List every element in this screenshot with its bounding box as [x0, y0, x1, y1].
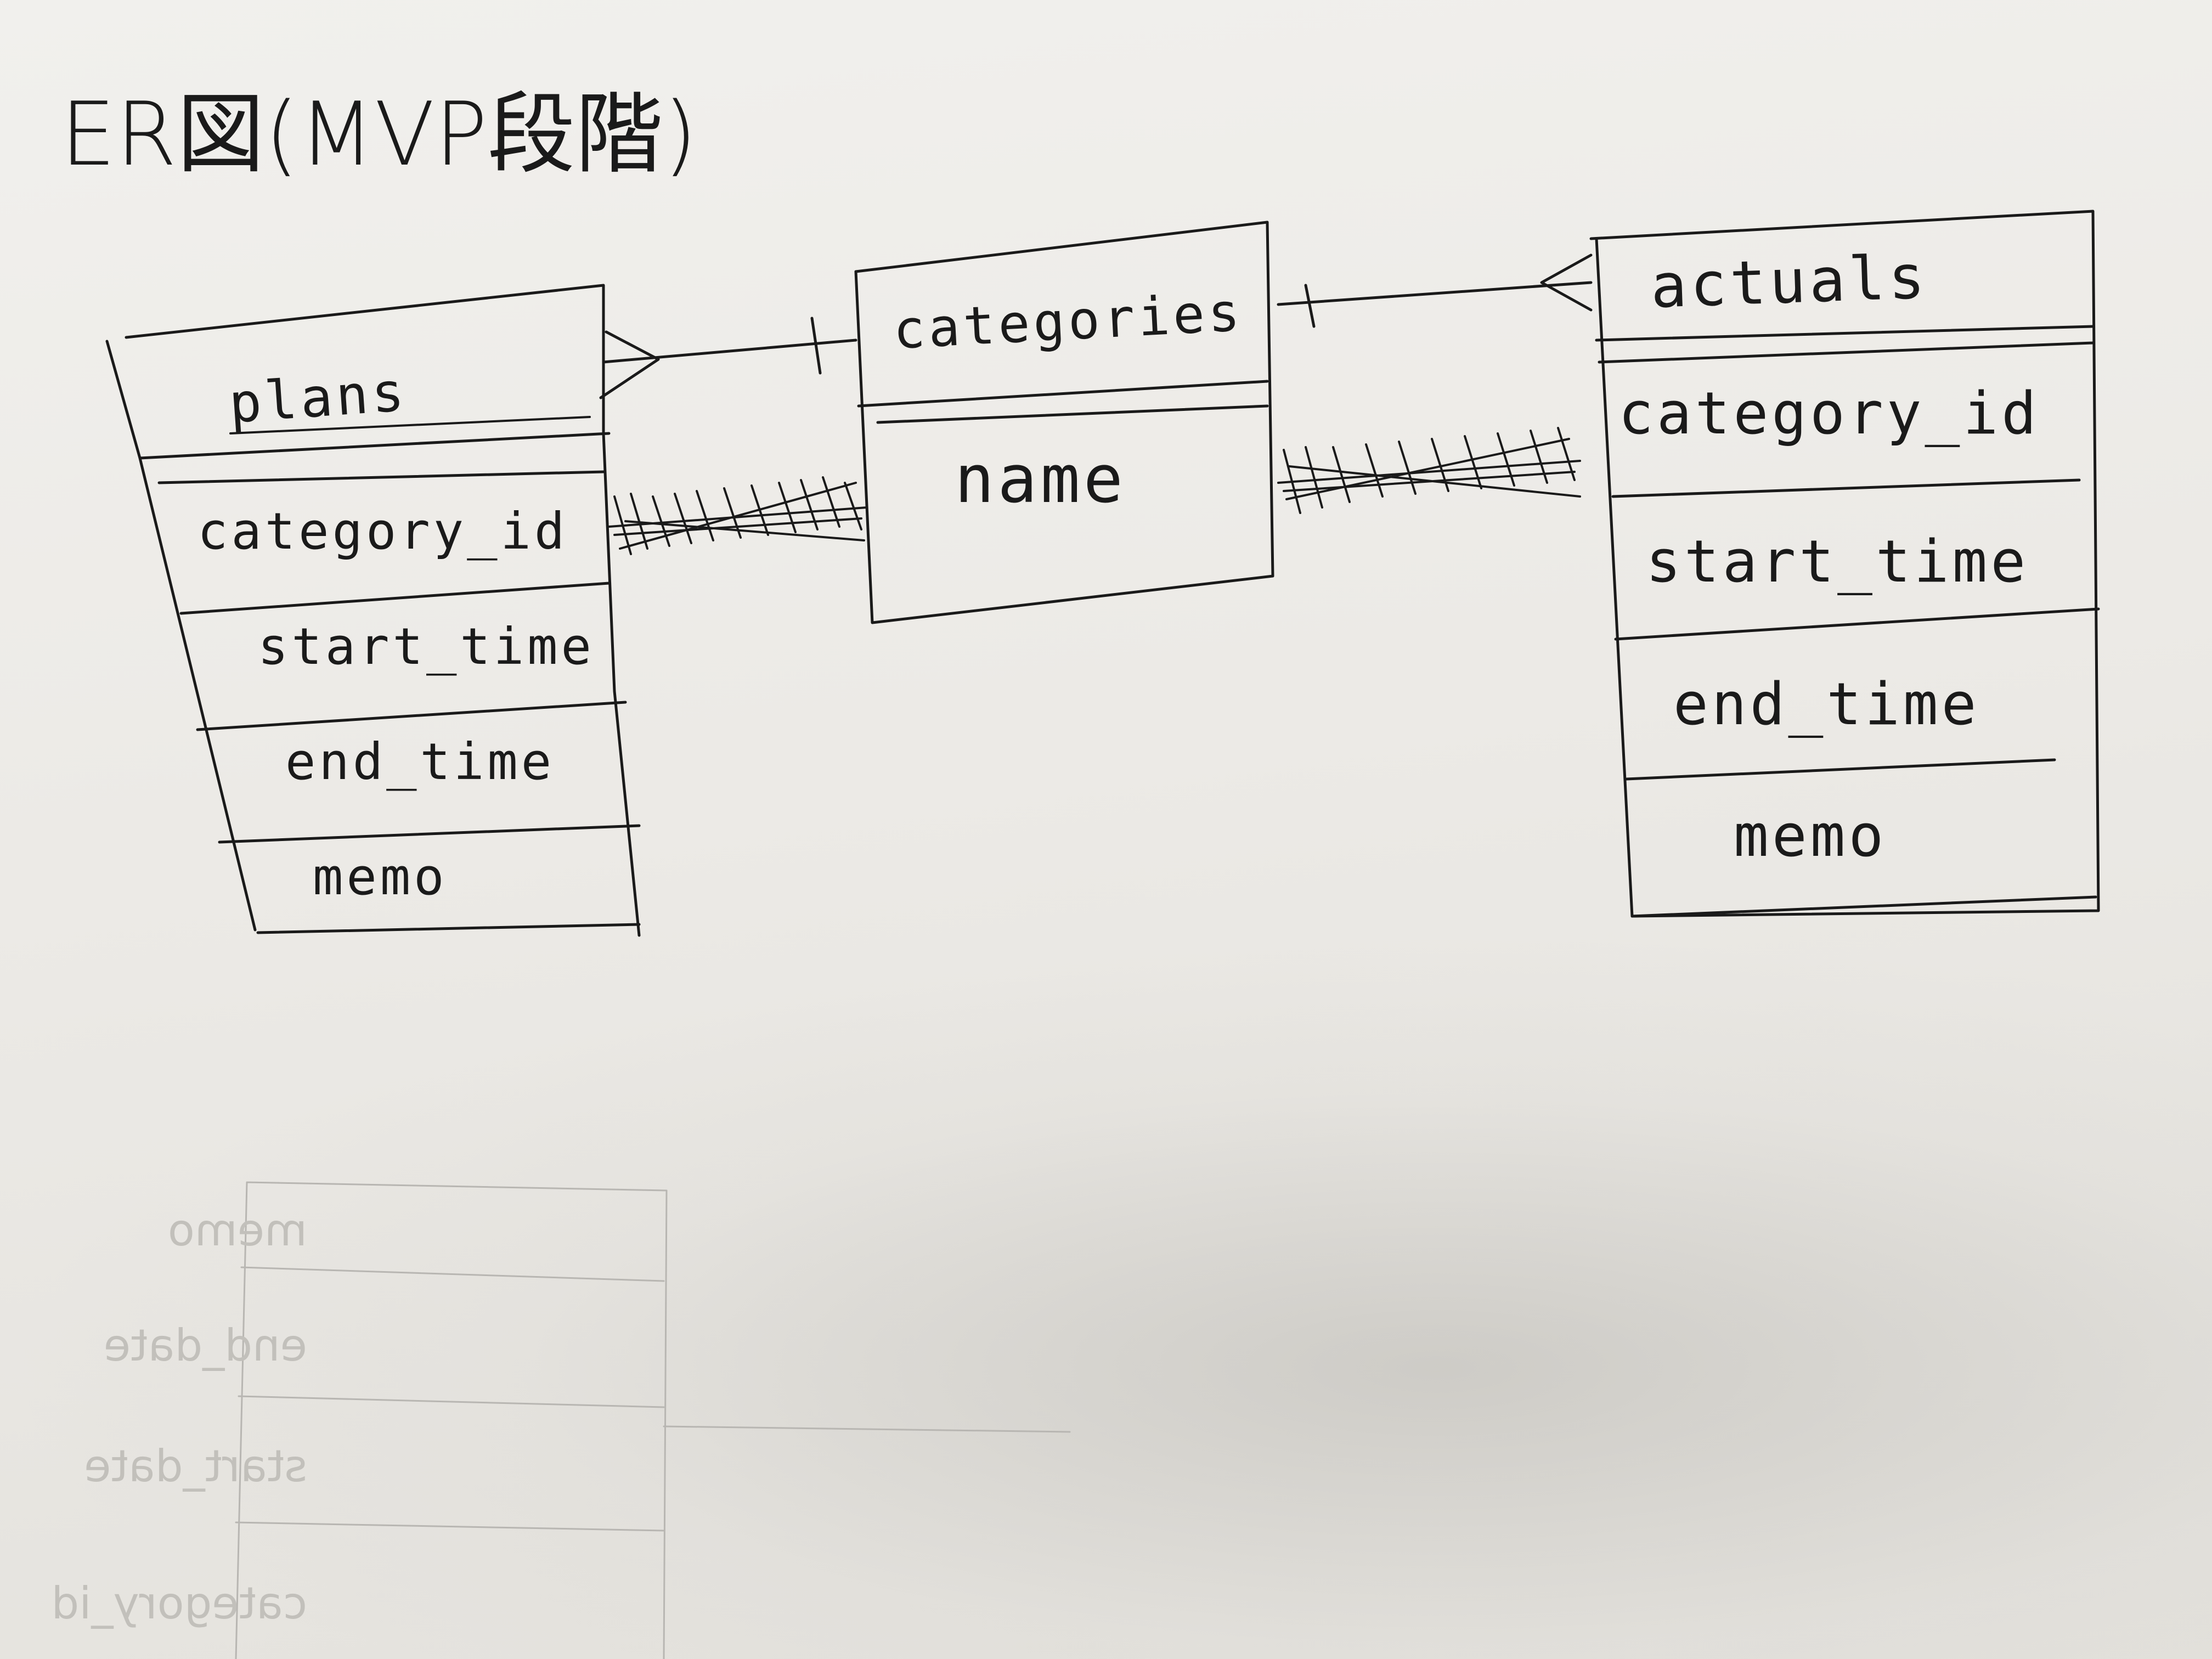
plans-name-underline	[229, 416, 591, 435]
categories-field: name	[955, 442, 1126, 518]
ghost-table-show-through: memo end_date start_date category_id	[51, 1181, 1071, 1659]
actuals-field: start_time	[1646, 528, 2029, 595]
actuals-box-outline	[1589, 210, 2100, 918]
ghost-table-outline	[235, 1181, 668, 1659]
ghost-row-divider	[663, 1425, 1071, 1433]
actuals-field: category_id	[1618, 380, 2040, 447]
ghost-row-divider	[238, 1395, 665, 1408]
plans-box-outline	[105, 284, 641, 937]
actuals-header-divider	[1595, 325, 2095, 342]
relationship-categories-actuals	[1277, 253, 1593, 328]
diagram-title: ER図(MVP段階)	[60, 83, 697, 185]
plans-row-divider	[218, 824, 641, 844]
scribble-icon	[608, 476, 868, 555]
ghost-field: memo	[168, 1205, 307, 1256]
crows-foot-many-icon	[599, 330, 660, 399]
ghost-row-divider	[235, 1521, 665, 1532]
crows-foot-many-icon	[1540, 253, 1593, 312]
relationship-line	[602, 338, 857, 364]
actuals-row-divider	[1614, 607, 2100, 641]
plans-field: start_time	[258, 617, 595, 676]
plans-field: end_time	[285, 732, 555, 791]
crossed-out-line-right	[1277, 427, 1581, 514]
paper-shadow	[0, 933, 2212, 1659]
actuals-header-divider	[1598, 341, 2095, 364]
crossed-out-line-left	[608, 476, 868, 555]
actuals-row-divider	[1630, 895, 2097, 918]
scribble-icon	[1277, 427, 1581, 514]
ghost-field: start_date	[84, 1441, 307, 1492]
actuals-row-divider	[1611, 478, 2081, 498]
actuals-field: end_time	[1673, 670, 1980, 738]
relationship-line	[1277, 281, 1593, 306]
ghost-row-divider	[240, 1266, 665, 1282]
plans-row-divider	[196, 701, 627, 731]
actuals-row-divider	[1625, 758, 2056, 781]
diagram-title-text: ER図(MVP段階)	[60, 83, 697, 185]
categories-header-divider	[857, 380, 1269, 408]
plans-field: category_id	[198, 502, 568, 561]
plans-row-divider	[256, 923, 641, 934]
categories-box-outline	[854, 221, 1274, 624]
plans-field: memo	[313, 848, 448, 906]
entity-name-plans: plans	[227, 361, 409, 436]
categories-header-divider	[876, 404, 1269, 424]
entity-plans[interactable]: plans category_id start_time end_time me…	[105, 284, 641, 937]
one-marker-icon	[1304, 284, 1316, 328]
ghost-field: end_date	[104, 1320, 307, 1371]
plans-row-divider	[179, 582, 611, 615]
actuals-field: memo	[1734, 802, 1887, 870]
one-marker-icon	[810, 317, 822, 375]
relationship-plans-categories	[599, 317, 857, 399]
entity-categories[interactable]: categories name	[854, 221, 1274, 624]
entity-name-actuals: actuals	[1649, 241, 1929, 321]
entity-actuals[interactable]: actuals category_id start_time end_time …	[1589, 210, 2100, 918]
entity-name-categories: categories	[891, 281, 1244, 361]
ghost-field: category_id	[51, 1578, 307, 1629]
